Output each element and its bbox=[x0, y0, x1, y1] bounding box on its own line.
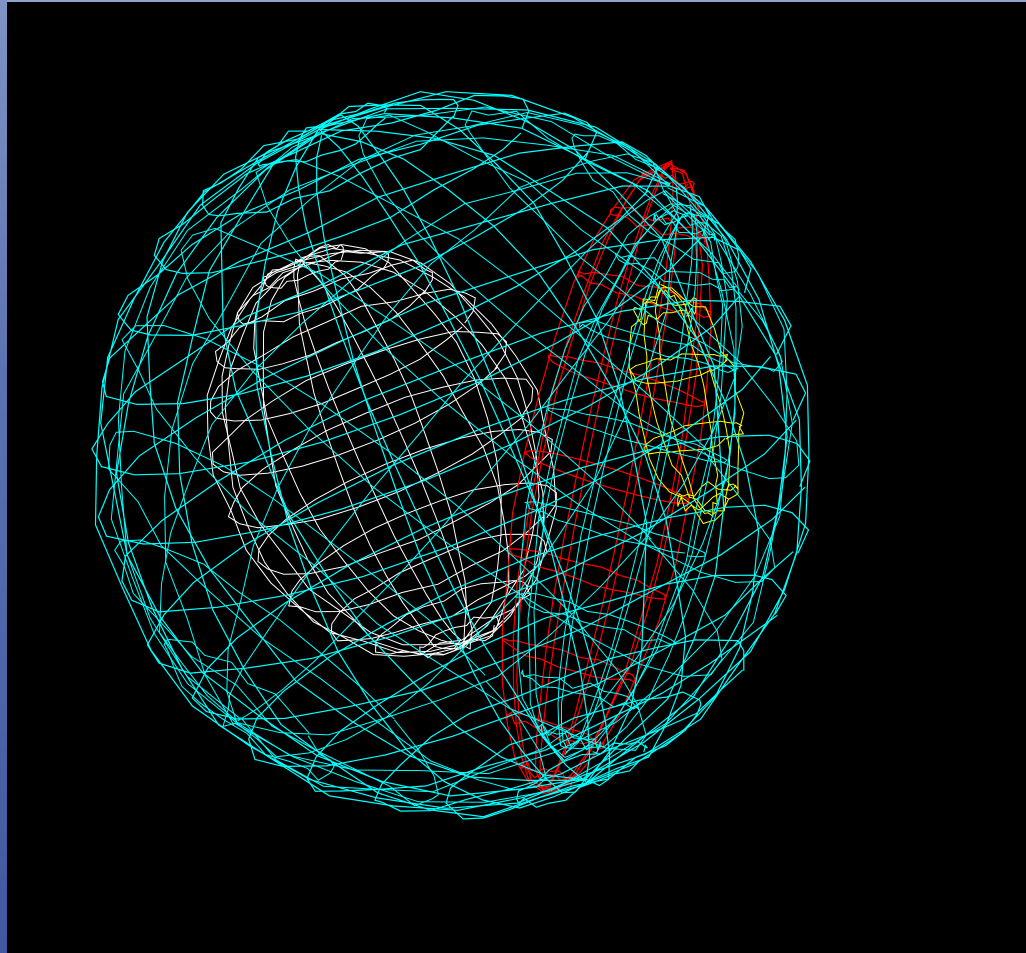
mesh-line bbox=[542, 167, 704, 795]
mesh-line bbox=[523, 501, 706, 558]
mesh-line bbox=[557, 215, 688, 749]
mesh-line bbox=[641, 170, 695, 193]
mesh-line bbox=[163, 638, 335, 781]
mesh-line bbox=[320, 107, 810, 779]
mesh-line bbox=[527, 204, 689, 758]
mesh-line bbox=[579, 320, 739, 374]
mesh-line bbox=[512, 165, 671, 790]
mesh-line bbox=[565, 205, 694, 753]
mesh-line bbox=[255, 128, 587, 809]
mesh-line bbox=[566, 211, 724, 750]
window-frame-left bbox=[0, 0, 7, 953]
mesh-line bbox=[209, 288, 476, 422]
inner-sphere-wireframe bbox=[206, 243, 557, 659]
mesh-line bbox=[501, 160, 672, 793]
mesh-line bbox=[564, 213, 728, 759]
mesh-line bbox=[520, 668, 640, 711]
mesh-line bbox=[236, 187, 743, 736]
mesh-line bbox=[319, 128, 760, 784]
mesh-line bbox=[117, 106, 670, 719]
mesh-line bbox=[158, 172, 671, 722]
mesh-line bbox=[121, 324, 647, 751]
mesh-line bbox=[542, 168, 699, 793]
mesh-line bbox=[236, 250, 390, 325]
3d-viewport[interactable] bbox=[7, 2, 1026, 953]
mesh-line bbox=[220, 125, 585, 780]
mesh-line bbox=[643, 288, 712, 513]
mesh-line bbox=[235, 190, 793, 803]
mesh-line bbox=[91, 185, 710, 476]
mesh-line bbox=[318, 114, 591, 783]
mesh-line bbox=[180, 227, 723, 677]
mesh-line bbox=[662, 289, 719, 518]
mesh-line bbox=[306, 574, 787, 792]
mesh-line bbox=[201, 98, 459, 217]
mesh-line bbox=[206, 258, 463, 654]
mesh-line bbox=[115, 132, 585, 811]
mesh-line bbox=[237, 185, 678, 722]
mesh-line bbox=[517, 203, 690, 761]
mesh-line bbox=[301, 255, 467, 647]
mesh-line bbox=[358, 114, 800, 480]
mesh-line bbox=[571, 133, 740, 275]
mesh-line bbox=[525, 450, 690, 505]
mesh-line bbox=[318, 91, 725, 781]
mesh-line bbox=[628, 281, 714, 525]
mesh-line bbox=[227, 377, 534, 529]
mesh-line bbox=[374, 639, 745, 812]
mesh-line bbox=[117, 112, 598, 337]
mesh-line bbox=[236, 193, 788, 775]
mesh-line bbox=[537, 723, 601, 754]
mesh-line bbox=[318, 91, 788, 785]
mesh-line bbox=[516, 162, 672, 788]
mesh-line bbox=[110, 137, 671, 723]
mesh-line bbox=[561, 212, 689, 749]
mesh-line bbox=[534, 162, 672, 792]
mesh-line bbox=[520, 761, 573, 788]
red-ellipsoid-wireframe bbox=[501, 160, 713, 795]
mesh-line bbox=[318, 128, 611, 787]
mesh-line bbox=[320, 133, 687, 784]
mesh-line bbox=[302, 261, 510, 646]
mesh-line bbox=[614, 252, 736, 292]
mesh-line bbox=[542, 160, 674, 791]
mesh-line bbox=[543, 163, 679, 788]
mesh-line bbox=[224, 263, 464, 657]
mesh-line bbox=[262, 263, 465, 656]
mesh-line bbox=[301, 244, 502, 644]
window-frame-top bbox=[0, 0, 1026, 2]
mesh-line bbox=[316, 135, 586, 794]
mesh-line bbox=[563, 204, 737, 762]
mesh-line bbox=[164, 111, 670, 726]
mesh-line bbox=[464, 110, 783, 373]
mesh-line bbox=[176, 131, 587, 818]
mesh-line bbox=[240, 191, 736, 793]
mesh-line bbox=[293, 258, 462, 641]
wireframe-scene[interactable] bbox=[7, 2, 1026, 953]
mesh-line bbox=[94, 128, 584, 809]
outer-sphere-wireframe bbox=[91, 91, 811, 820]
mesh-line bbox=[146, 365, 807, 674]
mesh-line bbox=[253, 260, 464, 647]
mesh-line bbox=[564, 211, 698, 755]
mesh-line bbox=[257, 102, 388, 167]
mesh-line bbox=[294, 125, 586, 782]
mesh-line bbox=[114, 539, 439, 807]
mesh-line bbox=[107, 430, 547, 791]
mesh-line bbox=[547, 407, 728, 463]
mesh-line bbox=[374, 580, 531, 655]
mesh-line bbox=[226, 153, 665, 723]
mesh-line bbox=[146, 133, 585, 782]
mesh-line bbox=[255, 158, 776, 583]
mesh-line bbox=[296, 258, 462, 650]
mesh-line bbox=[539, 162, 671, 790]
mesh-line bbox=[221, 263, 463, 646]
mesh-line bbox=[300, 247, 557, 643]
